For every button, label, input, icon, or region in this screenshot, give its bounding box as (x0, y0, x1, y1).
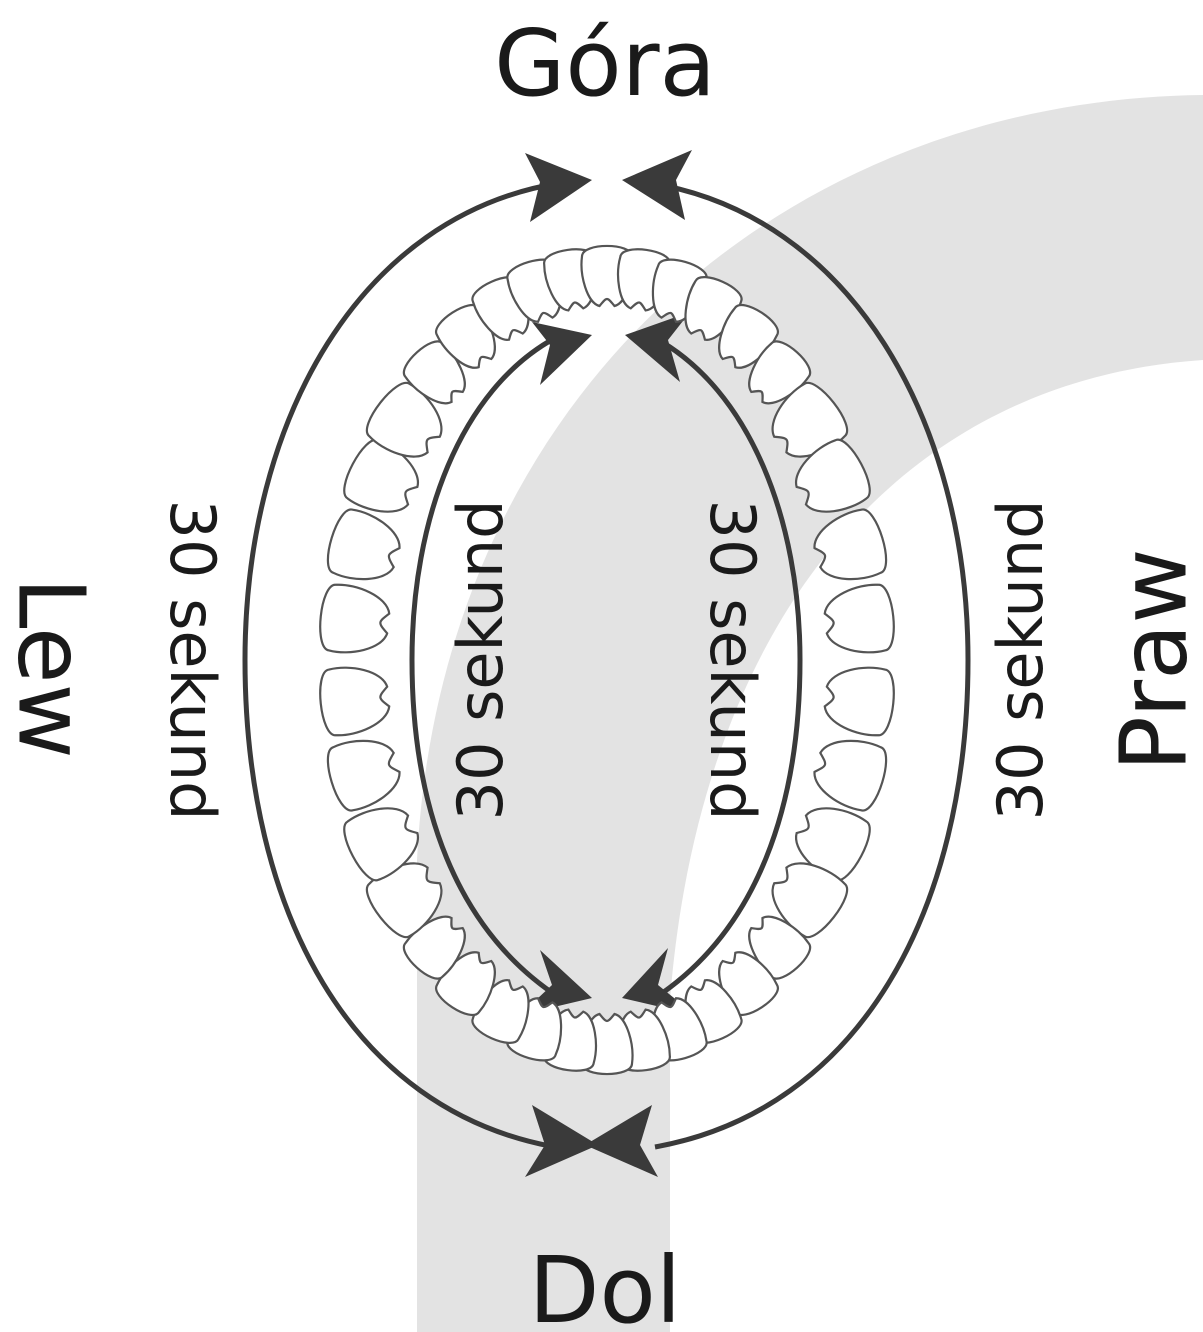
tooth-shape (319, 583, 391, 654)
tooth-shape (326, 739, 401, 812)
tooth-shape (794, 438, 871, 513)
tooth-shape (326, 508, 401, 581)
label-bottom: Dol (529, 1237, 682, 1332)
inner-bottom-right-arrow (622, 948, 695, 1015)
tooth-shape (748, 340, 812, 405)
label-left: Lew (0, 577, 105, 758)
tooth-shape (823, 583, 895, 654)
outer-top-left-arrow (525, 153, 592, 222)
inner-top-left-arrow (532, 322, 592, 385)
inner-left-arc (409, 335, 562, 1001)
label-right: Praw (1100, 548, 1203, 771)
label-top: Góra (494, 10, 716, 117)
timer-inner-left: 30 sekund (444, 500, 517, 821)
outer-bottom-right-arrow (585, 1105, 658, 1177)
timer-outer-left: 30 sekund (156, 500, 229, 821)
tooth-shape (813, 739, 888, 812)
tooth-shape (319, 666, 391, 737)
tooth-shape (365, 381, 443, 458)
tooth-shape (794, 807, 871, 882)
inner-arc-group (409, 312, 803, 1015)
outer-arc-group (242, 150, 971, 1177)
tooth-shape (402, 340, 466, 405)
tooth-shape (771, 381, 849, 458)
timer-outer-right: 30 sekund (984, 500, 1057, 821)
tooth-shape (343, 438, 420, 513)
tooth-shape (402, 915, 466, 980)
inner-top-right-arrow (625, 312, 690, 382)
tooth-shape (771, 862, 849, 939)
tooth-shape (748, 915, 812, 980)
outer-bottom-left-arrow (525, 1105, 598, 1177)
timer-inner-right: 30 sekund (696, 500, 769, 821)
outer-left-arc (242, 180, 561, 1150)
tooth-shape (823, 666, 895, 737)
outer-top-right-arrow (622, 150, 692, 220)
tooth-shape (718, 951, 779, 1016)
tooth-shape (365, 862, 443, 939)
teeth-ring (319, 244, 895, 1076)
inner-right-arc (653, 335, 803, 1001)
tooth-shape (343, 807, 420, 882)
tooth-shape (813, 508, 888, 581)
outer-right-arc (649, 180, 971, 1150)
tooth-shape (435, 304, 496, 369)
